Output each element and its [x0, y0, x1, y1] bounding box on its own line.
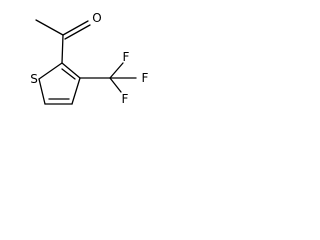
ring-c4-to-c3-bond: [71, 77, 81, 105]
sulfur-atom-label: S: [30, 72, 38, 86]
carbonyl-to-ring-bond: [61, 34, 64, 64]
ring-c3-to-c2-bond: [61, 62, 81, 79]
ring-c3-c2-inner-double-bond: [61, 68, 76, 80]
ring-s-to-c5-bond: [38, 78, 46, 105]
carbonyl-double-bond-outer: [62, 20, 89, 36]
cf3-to-f-bottom-bond: [109, 77, 122, 93]
fluorine-bottom-atom-label: F: [122, 92, 129, 106]
carbonyl-double-bond-inner: [64, 24, 91, 40]
fluorine-right-atom-label: F: [142, 71, 149, 85]
fluorine-top-atom-label: F: [123, 50, 130, 64]
oxygen-atom-label: O: [92, 11, 101, 25]
molecule-structure-diagram: O S F F F: [30, 11, 149, 106]
methyl-to-carbonyl-bond: [35, 19, 64, 36]
cf3-to-f-top-bond: [109, 62, 124, 79]
ring-c2-to-s-bond: [38, 62, 63, 80]
